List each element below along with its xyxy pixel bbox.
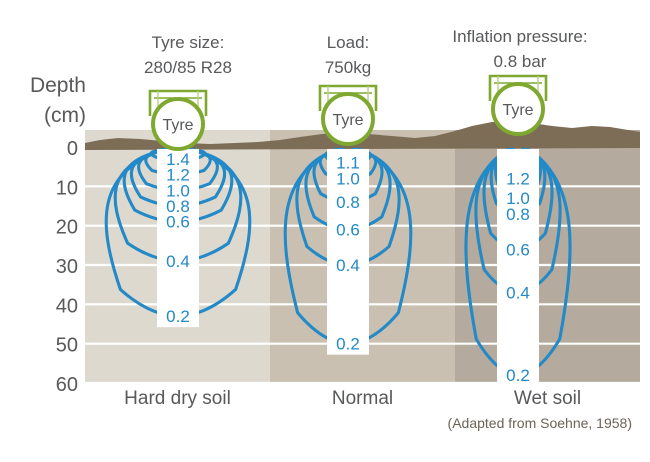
- tyre-icon-normal-soil: Tyre: [318, 84, 378, 146]
- axis-tick-50: 50: [56, 335, 78, 357]
- contour-label-normal-soil-0.4: 0.4: [336, 256, 360, 275]
- depth-axis-ticks: 0 10 20 30 40 50 60: [56, 138, 78, 396]
- contour-label-wet-soil-0.4: 0.4: [506, 284, 530, 303]
- contour-label-hard-dry-soil-1.4: 1.4: [166, 150, 190, 169]
- tyre-wheel-circle: [151, 97, 205, 151]
- label-strip-normal-soil: [327, 148, 369, 355]
- contour-label-wet-soil-0.2: 0.2: [506, 366, 530, 385]
- contour-label-wet-soil-1.0: 1.0: [506, 189, 530, 208]
- axis-tick-10: 10: [56, 177, 78, 199]
- contour-label-wet-soil-1.2: 1.2: [506, 169, 530, 188]
- tyre-wheel-circle: [321, 92, 375, 146]
- label-strip-hard-dry-soil: [157, 148, 199, 328]
- column-headers: Tyre size: 280/85 R28 Load: 750kg Inflation …: [144, 27, 588, 77]
- contour-label-normal-soil-0.2: 0.2: [336, 335, 360, 354]
- soil-type-label-wet-soil: Wet soil: [514, 388, 581, 409]
- axis-tick-30: 30: [56, 256, 78, 278]
- tyre-icon-wet-soil: Tyre: [488, 74, 548, 136]
- source-credit: (Adapted from Soehne, 1958): [448, 415, 632, 431]
- contour-label-normal-soil-0.8: 0.8: [336, 193, 360, 212]
- axis-tick-60: 60: [56, 374, 78, 396]
- axis-tick-20: 20: [56, 217, 78, 239]
- column-header-normal-soil-header-line2: 750kg: [325, 58, 371, 77]
- contour-label-hard-dry-soil-0.2: 0.2: [166, 307, 190, 326]
- contour-label-hard-dry-soil-1.2: 1.2: [166, 166, 190, 185]
- tyre-label-hard-dry-soil: Tyre: [162, 117, 193, 134]
- tyre-rim-bracket: [318, 84, 378, 111]
- column-header-hard-dry-soil-header-line1: Tyre size:: [152, 33, 225, 52]
- soil-type-label-normal-soil: Normal: [332, 388, 393, 409]
- axis-tick-0: 0: [67, 138, 78, 160]
- contour-label-normal-soil-0.6: 0.6: [336, 221, 360, 240]
- label-strip-wet-soil: [497, 148, 539, 387]
- soil-type-label-hard-dry-soil: Hard dry soil: [124, 388, 231, 409]
- contour-label-hard-dry-soil-0.8: 0.8: [166, 197, 190, 216]
- tyre-label-wet-soil: Tyre: [502, 102, 533, 119]
- column-header-wet-soil-header-line1: Inflation pressure:: [452, 27, 587, 46]
- axis-title-line1: Depth: [30, 74, 86, 97]
- tyre-rim-bracket: [148, 89, 208, 116]
- axis-tick-40: 40: [56, 295, 78, 317]
- contour-label-hard-dry-soil-1.0: 1.0: [166, 181, 190, 200]
- contour-value-labels: 1.41.21.00.80.60.40.21.11.00.80.60.40.21…: [157, 148, 539, 387]
- column-header-hard-dry-soil-header-line2: 280/85 R28: [144, 58, 232, 77]
- tyre-rim-bracket: [488, 74, 548, 101]
- contour-label-hard-dry-soil-0.6: 0.6: [166, 213, 190, 232]
- axis-title-line2: (cm): [44, 104, 86, 127]
- column-header-normal-soil-header-line1: Load:: [327, 33, 370, 52]
- contour-label-wet-soil-0.6: 0.6: [506, 240, 530, 259]
- soil-type-labels: Hard dry soil Normal Wet soil: [124, 388, 581, 409]
- contour-label-hard-dry-soil-0.4: 0.4: [166, 252, 190, 271]
- contour-label-normal-soil-1.1: 1.1: [336, 154, 360, 173]
- tyre-label-normal-soil: Tyre: [332, 112, 363, 129]
- column-header-wet-soil-header-line2: 0.8 bar: [494, 52, 547, 71]
- tyre-wheel-circle: [491, 82, 545, 136]
- tyre-icon-hard-dry-soil: Tyre: [148, 89, 208, 151]
- contour-label-wet-soil-0.8: 0.8: [506, 205, 530, 224]
- contour-label-normal-soil-1.0: 1.0: [336, 169, 360, 188]
